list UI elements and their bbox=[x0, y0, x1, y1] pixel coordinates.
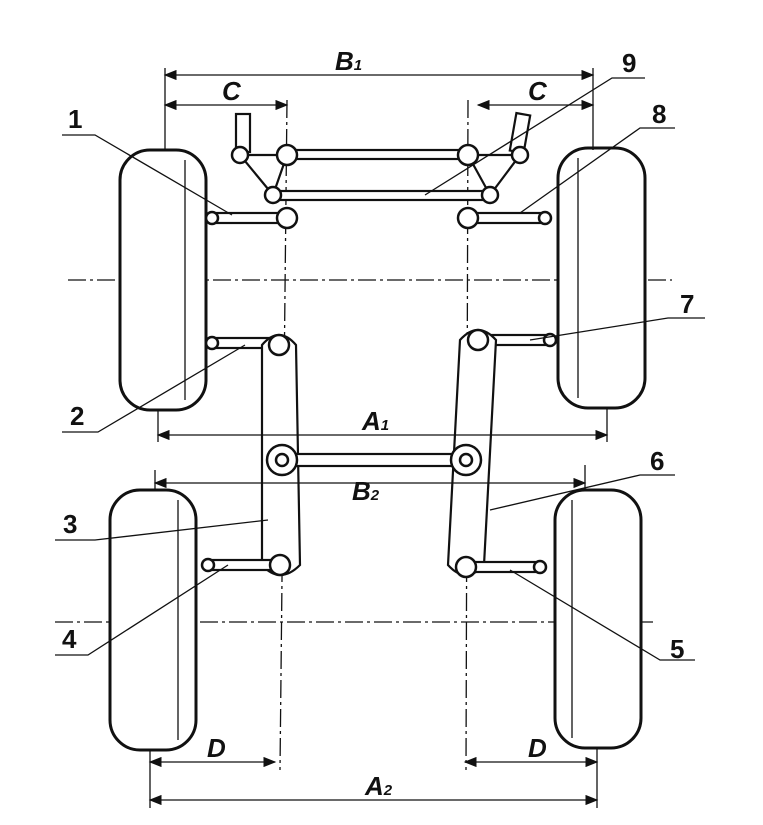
dim-a1: A1 bbox=[361, 406, 389, 436]
rear-right-wheel bbox=[553, 488, 643, 750]
front-left-wheel bbox=[118, 148, 208, 412]
part-9: 9 bbox=[622, 48, 636, 78]
dim-a2: A2 bbox=[364, 771, 393, 801]
dim-d-right: D bbox=[528, 733, 547, 763]
part-6: 6 bbox=[650, 446, 664, 476]
dim-b1: B1 bbox=[335, 46, 362, 76]
dim-b2: B2 bbox=[352, 476, 380, 506]
part-8: 8 bbox=[652, 99, 666, 129]
part-2: 2 bbox=[70, 401, 84, 431]
part-4: 4 bbox=[62, 624, 77, 654]
part-7: 7 bbox=[680, 289, 694, 319]
part-5: 5 bbox=[670, 634, 684, 664]
front-right-wheel bbox=[556, 146, 647, 410]
pitman-arms bbox=[206, 328, 542, 577]
rear-left-wheel bbox=[108, 488, 198, 752]
dimension-lines bbox=[148, 68, 609, 808]
part-3: 3 bbox=[63, 509, 77, 539]
dim-d-left: D bbox=[207, 733, 226, 763]
joints bbox=[200, 143, 558, 579]
part-1: 1 bbox=[68, 104, 82, 134]
dim-c-left: C bbox=[222, 76, 242, 106]
dim-c-right: C bbox=[528, 76, 548, 106]
leader-lines bbox=[55, 77, 705, 661]
